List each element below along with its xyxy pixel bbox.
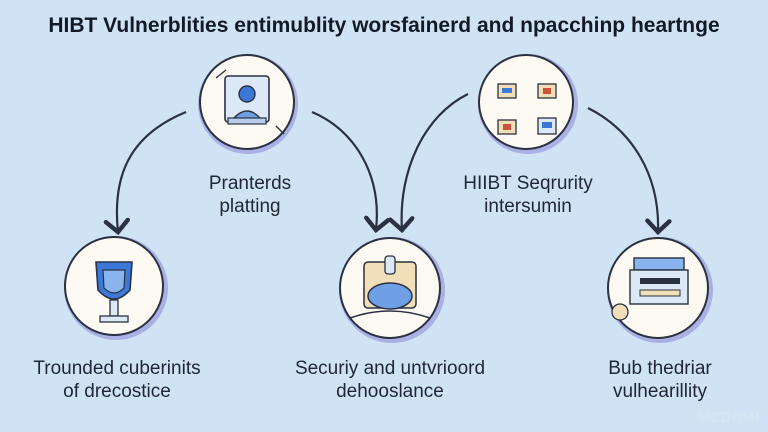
- node-bottom-left: [64, 236, 168, 340]
- node-bottom-right: [607, 237, 713, 343]
- arrow-top-left-to-bottom-center: [311, 110, 391, 234]
- label-bottom-center: Securiy and untvrioord dehooslance: [294, 358, 486, 402]
- label-top-left: Pranterds platting: [208, 173, 292, 217]
- document-cards-icon: [497, 83, 557, 135]
- node-top-right: [478, 54, 578, 154]
- arrow-top-right-to-bottom-center: [388, 93, 469, 234]
- label-bottom-right: Bub thedriar vulhearillity: [608, 358, 712, 402]
- label-top-right: HIIBT Seqrurity intersumin: [463, 173, 593, 217]
- arrow-top-right-to-bottom-right: [587, 107, 672, 236]
- label-bottom-left: Trounded cuberinits of drecostice: [33, 358, 201, 402]
- diagram-title: HIBT Vulnerblities entimublity worsfaine…: [48, 14, 720, 37]
- node-bottom-center: [339, 237, 445, 343]
- person-at-computer-icon: [215, 69, 285, 135]
- shield-trophy-icon: [95, 261, 133, 323]
- node-top-left: [198, 54, 298, 154]
- storefront-icon: [611, 257, 689, 321]
- watermark: MCDOMI: [698, 411, 760, 426]
- secure-vault-icon: [349, 255, 431, 319]
- arrow-top-left-to-bottom-left: [103, 110, 187, 236]
